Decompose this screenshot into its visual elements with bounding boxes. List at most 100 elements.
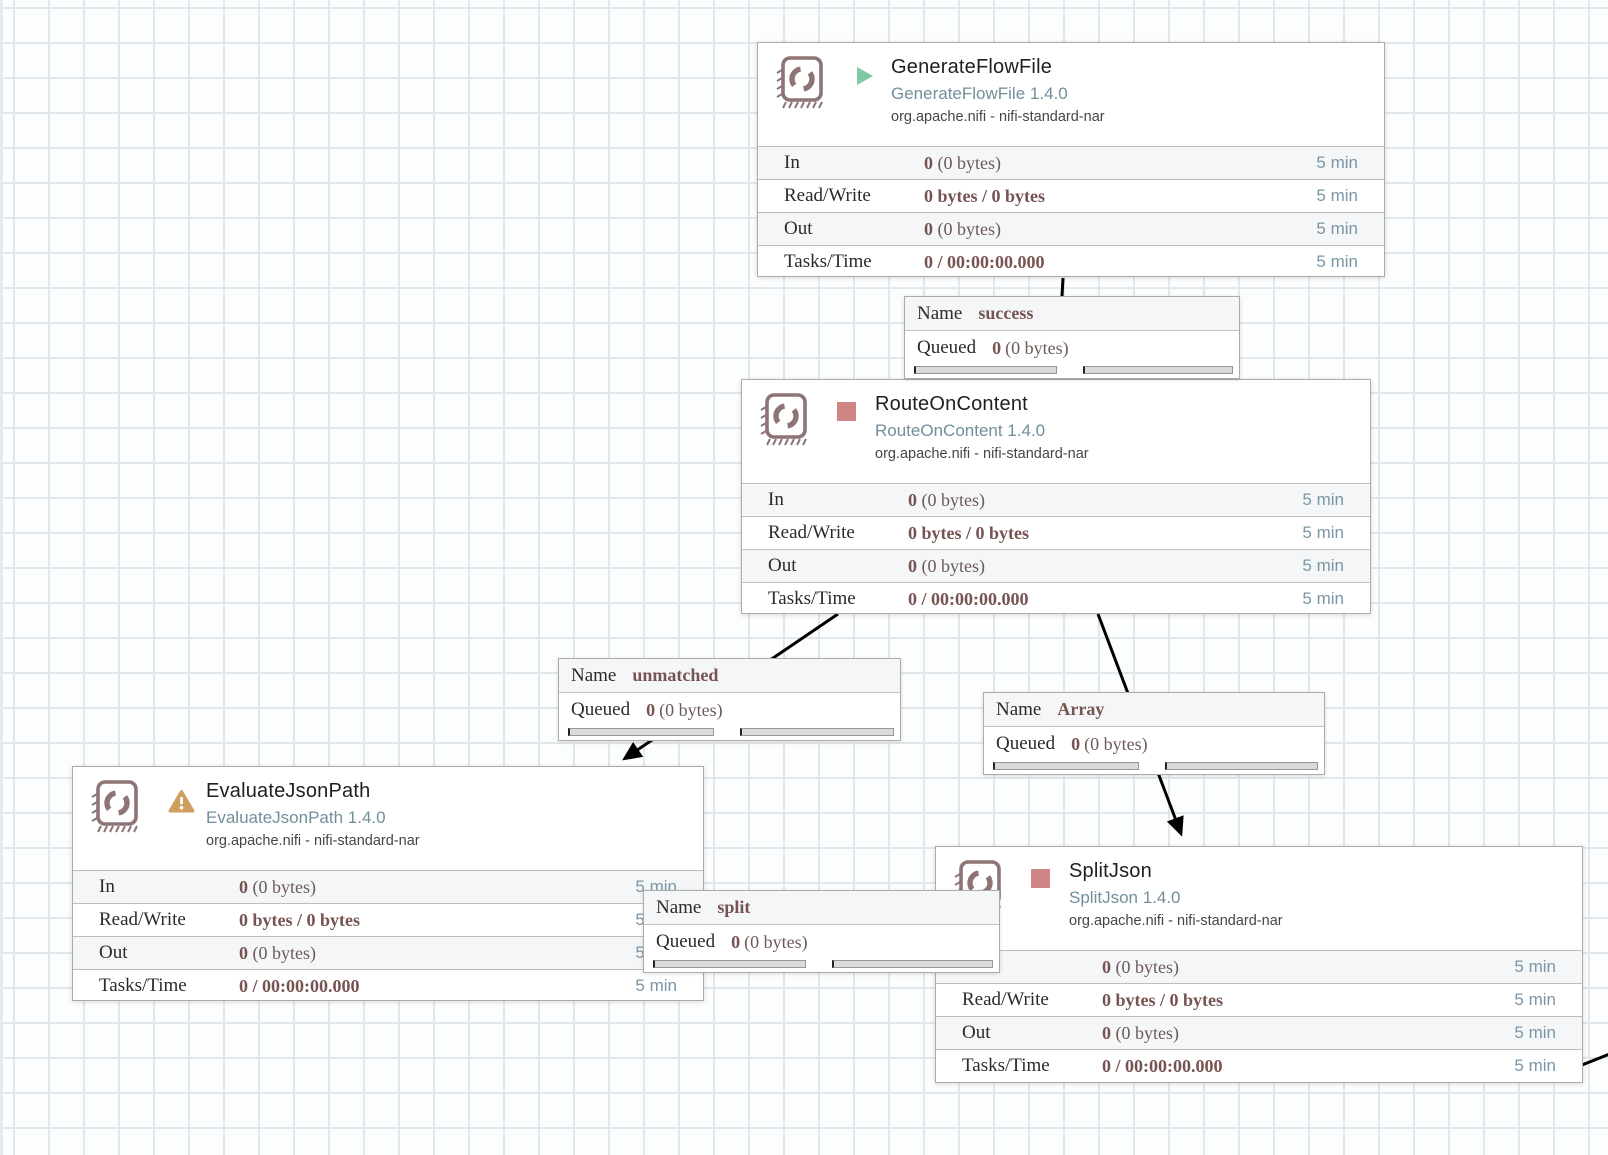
processor-bundle: org.apache.nifi - nifi-standard-nar <box>206 833 420 849</box>
stats-row-in: In 0 (0 bytes) 5 min <box>742 483 1370 516</box>
stats-label: Out <box>962 1022 991 1043</box>
stats-row-taskstime: Tasks/Time 0 / 00:00:00.000 5 min <box>936 1049 1582 1082</box>
processor-bundle: org.apache.nifi - nifi-standard-nar <box>891 109 1105 125</box>
stats-row-readwrite: Read/Write 0 bytes / 0 bytes 5 min <box>73 903 703 936</box>
connection-queued-count: 0 <box>1071 733 1081 754</box>
stats-window: 5 min <box>1302 523 1344 542</box>
stats-row-in: In 0 (0 bytes) 5 min <box>73 870 703 903</box>
stats-row-readwrite: Read/Write 0 bytes / 0 bytes 5 min <box>936 983 1582 1016</box>
connection-queued-key: Queued <box>656 931 716 952</box>
canvas-edge-line <box>0 0 3 1155</box>
connection-queued-size: (0 bytes) <box>1084 733 1148 754</box>
connection-queued-size: (0 bytes) <box>744 931 808 952</box>
backpressure-object-bar <box>993 762 1139 770</box>
stats-window: 5 min <box>1316 252 1358 271</box>
connection-name-key: Name <box>996 698 1042 720</box>
processor-bundle: org.apache.nifi - nifi-standard-nar <box>875 446 1089 462</box>
processor-routeoncontent[interactable]: RouteOnContent RouteOnContent 1.4.0 org.… <box>741 379 1371 614</box>
stats-value: 0 (0 bytes) <box>924 152 1001 173</box>
connection-queued-key: Queued <box>917 337 977 358</box>
run-status-invalid-warning-icon <box>168 789 195 819</box>
processor-name: RouteOnContent <box>875 393 1028 415</box>
processor-type-version: EvaluateJsonPath 1.4.0 <box>206 808 386 827</box>
stats-window: 5 min <box>635 976 677 995</box>
connection-queued-row: Queued 0 (0 bytes) <box>559 693 900 727</box>
processor-splitjson[interactable]: SplitJson SplitJson 1.4.0 org.apache.nif… <box>935 846 1583 1083</box>
stats-value: 0 / 00:00:00.000 <box>239 975 360 996</box>
stats-window: 5 min <box>1514 1023 1556 1042</box>
stats-value: 0 (0 bytes) <box>1102 956 1179 977</box>
processor-icon <box>758 391 810 454</box>
connection-label-unmatched[interactable]: Name unmatched Queued 0 (0 bytes) <box>558 658 901 741</box>
processor-evaluatejsonpath[interactable]: EvaluateJsonPath EvaluateJsonPath 1.4.0 … <box>72 766 704 1001</box>
backpressure-bars <box>984 761 1324 774</box>
stats-value: 0 (0 bytes) <box>1102 1022 1179 1043</box>
stats-value: 0 (0 bytes) <box>924 218 1001 239</box>
stats-label: Out <box>768 555 797 576</box>
connection-queued-key: Queued <box>996 733 1056 754</box>
connection-name-value: Array <box>1057 699 1105 719</box>
stats-label: Tasks/Time <box>768 588 856 609</box>
stats-row-in: In 0 (0 bytes) 5 min <box>936 950 1582 983</box>
stats-row-out: Out 0 (0 bytes) 5 min <box>73 936 703 969</box>
processor-header: RouteOnContent RouteOnContent 1.4.0 org.… <box>742 380 1370 483</box>
stats-row-taskstime: Tasks/Time 0 / 00:00:00.000 5 min <box>742 582 1370 615</box>
stats-value: 0 bytes / 0 bytes <box>908 522 1029 543</box>
run-status-stopped-icon <box>1031 869 1050 888</box>
stats-window: 5 min <box>1514 990 1556 1009</box>
stats-window: 5 min <box>1514 1056 1556 1075</box>
stats-label: In <box>768 489 784 510</box>
stats-row-out: Out 0 (0 bytes) 5 min <box>758 212 1384 245</box>
backpressure-size-bar <box>831 960 993 968</box>
backpressure-object-bar <box>914 366 1058 374</box>
connection-queued-row: Queued 0 (0 bytes) <box>644 925 999 959</box>
stats-value: 0 (0 bytes) <box>908 489 985 510</box>
stats-value: 0 / 00:00:00.000 <box>1102 1055 1223 1076</box>
edge-split-outgoing[interactable] <box>1581 1052 1608 1067</box>
connection-label-array[interactable]: Name Array Queued 0 (0 bytes) <box>983 692 1325 775</box>
connection-queued-count: 0 <box>992 337 1002 358</box>
connection-name-value: split <box>717 897 751 917</box>
stats-row-taskstime: Tasks/Time 0 / 00:00:00.000 5 min <box>758 245 1384 278</box>
stats-label: Tasks/Time <box>784 251 872 272</box>
connection-name-key: Name <box>917 302 963 324</box>
stats-label: Read/Write <box>768 522 855 543</box>
run-status-stopped-icon <box>837 402 856 421</box>
stats-label: Out <box>784 218 813 239</box>
connection-queued-row: Queued 0 (0 bytes) <box>984 727 1324 761</box>
processor-header: GenerateFlowFile GenerateFlowFile 1.4.0 … <box>758 43 1384 146</box>
processor-type-version: RouteOnContent 1.4.0 <box>875 421 1046 440</box>
connection-name-row: Name unmatched <box>559 659 900 693</box>
backpressure-size-bar <box>1083 366 1233 374</box>
stats-window: 5 min <box>1316 219 1358 238</box>
stats-value: 0 / 00:00:00.000 <box>908 588 1029 609</box>
backpressure-bars <box>905 365 1239 378</box>
connection-label-split[interactable]: Name split Queued 0 (0 bytes) <box>643 890 1000 973</box>
processor-header: SplitJson SplitJson 1.4.0 org.apache.nif… <box>936 847 1582 950</box>
connection-queued-key: Queued <box>571 699 631 720</box>
stats-label: Read/Write <box>784 185 871 206</box>
connection-name-key: Name <box>571 664 617 686</box>
stats-value: 0 / 00:00:00.000 <box>924 251 1045 272</box>
processor-header: EvaluateJsonPath EvaluateJsonPath 1.4.0 … <box>73 767 703 870</box>
processor-icon <box>89 778 141 841</box>
stats-label: Read/Write <box>962 989 1049 1010</box>
stats-window: 5 min <box>1302 490 1344 509</box>
processor-type-version: GenerateFlowFile 1.4.0 <box>891 84 1068 103</box>
stats-row-in: In 0 (0 bytes) 5 min <box>758 146 1384 179</box>
stats-label: Tasks/Time <box>962 1055 1050 1076</box>
stats-row-out: Out 0 (0 bytes) 5 min <box>742 549 1370 582</box>
stats-row-readwrite: Read/Write 0 bytes / 0 bytes 5 min <box>742 516 1370 549</box>
stats-row-taskstime: Tasks/Time 0 / 00:00:00.000 5 min <box>73 969 703 1002</box>
processor-generateflowfile[interactable]: GenerateFlowFile GenerateFlowFile 1.4.0 … <box>757 42 1385 277</box>
stats-value: 0 bytes / 0 bytes <box>924 185 1045 206</box>
connection-name-value: success <box>978 303 1034 323</box>
stats-label: Out <box>99 942 128 963</box>
connection-queued-count: 0 <box>646 699 656 720</box>
stats-value: 0 (0 bytes) <box>239 876 316 897</box>
stats-value: 0 (0 bytes) <box>908 555 985 576</box>
stats-value: 0 bytes / 0 bytes <box>1102 989 1223 1010</box>
connection-name-row: Name Array <box>984 693 1324 727</box>
connection-label-success[interactable]: Name success Queued 0 (0 bytes) <box>904 296 1240 379</box>
